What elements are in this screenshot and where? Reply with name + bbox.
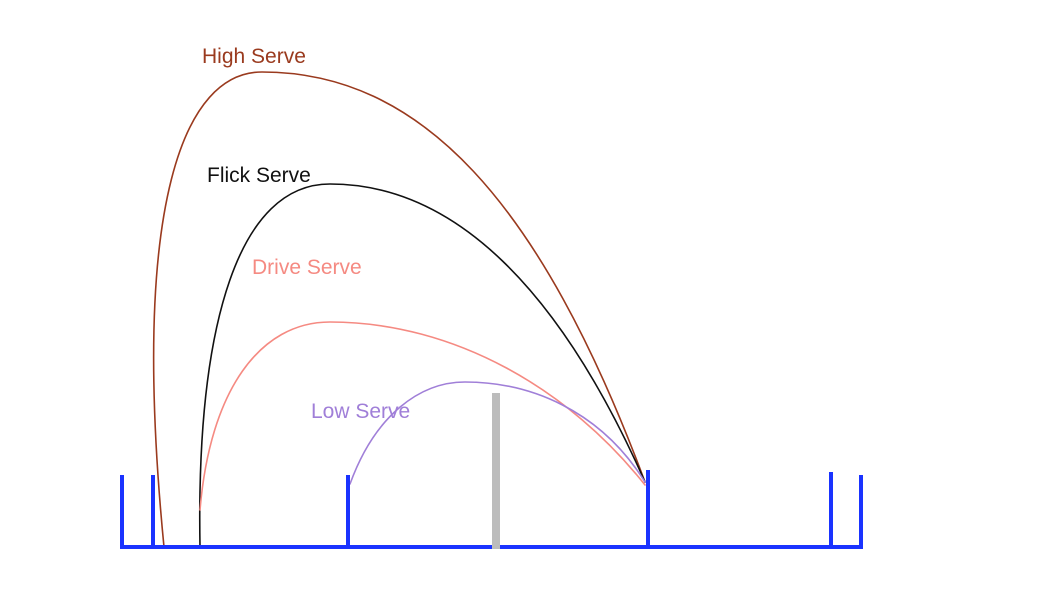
drive-serve-trajectory [199,321,646,511]
court [120,393,863,549]
drive-serve-label: Drive Serve [252,256,362,279]
low-serve-trajectory [349,381,646,485]
flick-serve-trajectory [198,183,646,548]
high-serve-label: High Serve [202,45,306,68]
low-serve-label: Low Serve [311,400,410,423]
flick-serve-label: Flick Serve [207,164,311,187]
high-serve-trajectory [152,71,646,548]
